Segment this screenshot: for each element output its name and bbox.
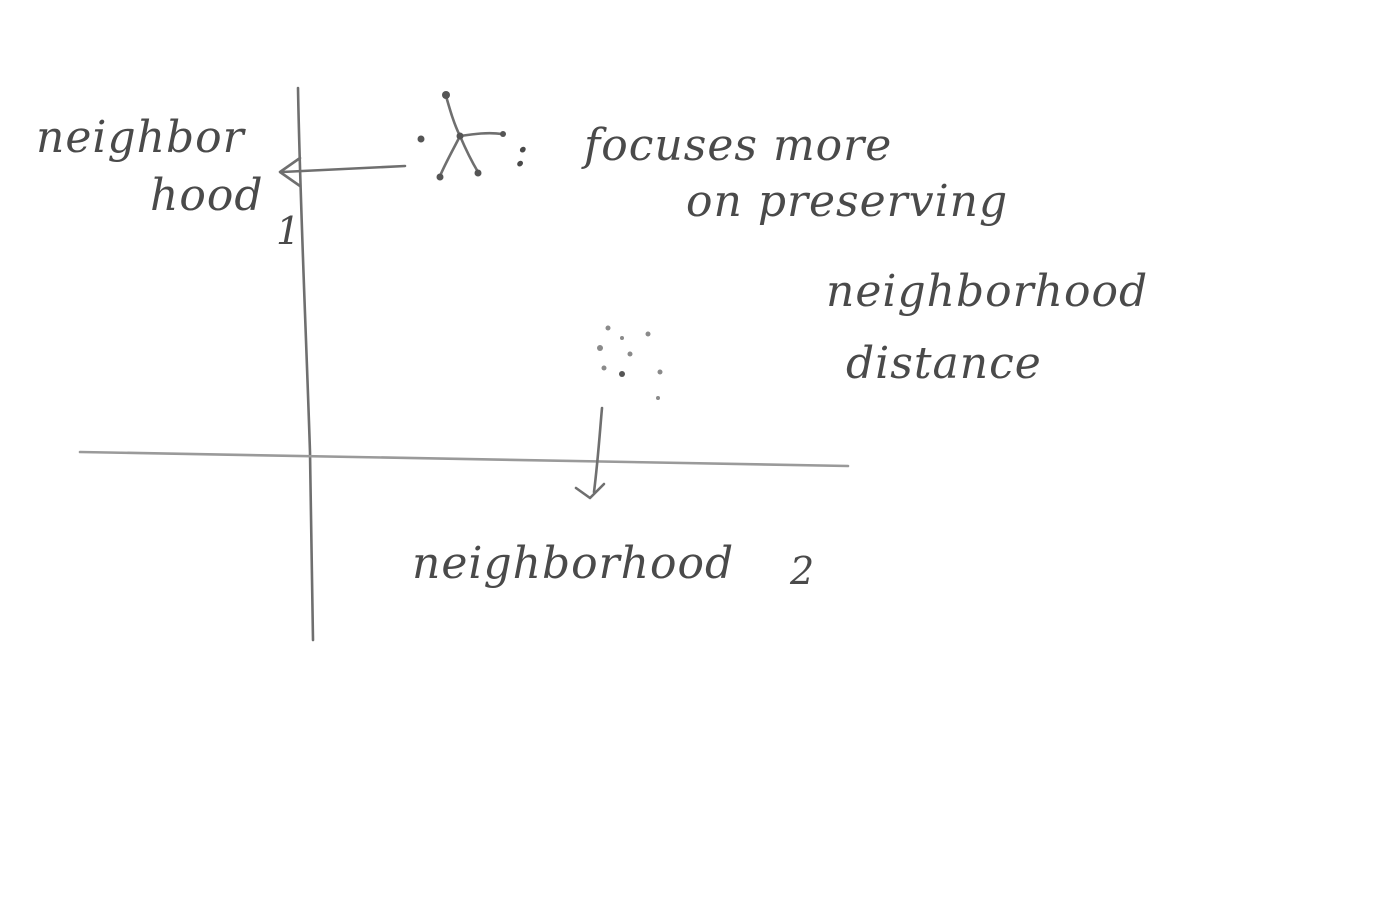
annotation-line1: focuses more — [581, 120, 892, 171]
connected-cluster-icon — [417, 91, 506, 181]
annotation-line2: on preserving — [686, 176, 1008, 227]
x-axis-label: neighborhood — [412, 538, 734, 589]
arrow-to-neighborhood-1 — [278, 156, 407, 188]
annotation-colon: : — [514, 126, 530, 177]
vertical-axis — [296, 86, 315, 642]
y-axis-label-line1: neighbor — [36, 112, 247, 163]
y-axis-label-line2: hood — [150, 170, 263, 221]
x-axis-label-index: 2 — [789, 549, 814, 593]
annotation-line3: neighborhood — [826, 266, 1148, 317]
annotation-line4: distance — [846, 338, 1042, 389]
y-axis-label-index: 1 — [276, 209, 300, 253]
scattered-points-icon — [597, 325, 663, 400]
arrow-to-neighborhood-2 — [574, 406, 606, 500]
horizontal-axis — [78, 450, 850, 468]
